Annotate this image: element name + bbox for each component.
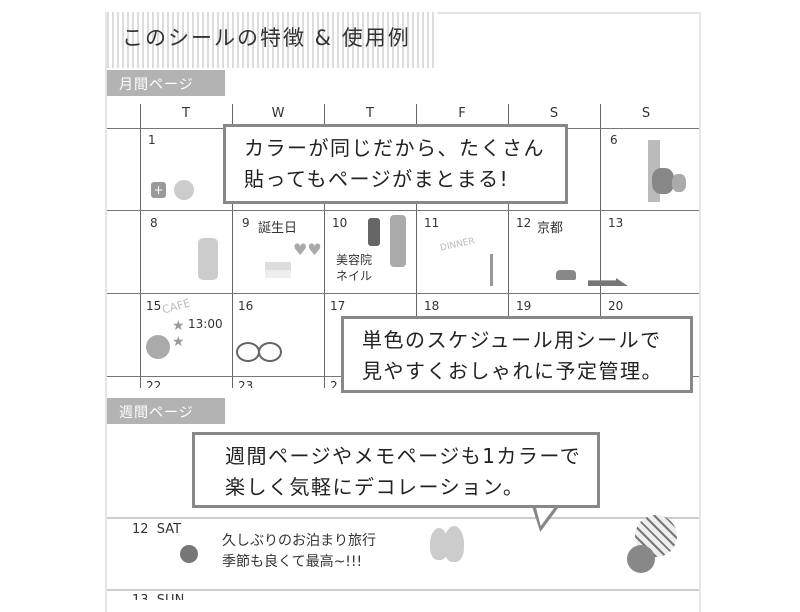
- hearts-icon: ♥♥: [293, 240, 322, 259]
- grid-line: [107, 210, 699, 211]
- medicine-icon: +: [151, 182, 166, 198]
- nail-polish-icon: [368, 218, 380, 246]
- weekly-day: 13 SUN: [132, 593, 184, 600]
- callout-same-color: カラーが同じだから、たくさん 貼ってもページがまとまる!: [223, 124, 568, 204]
- dow-header: T: [366, 106, 374, 121]
- dow-header: S: [549, 106, 559, 121]
- monthly-label: 月間ページ: [107, 70, 225, 96]
- grid-line: [416, 104, 417, 388]
- day-number: 23: [238, 379, 254, 388]
- divider: [107, 589, 699, 591]
- callout-line: 楽しく気軽にデコレーション。: [225, 475, 525, 499]
- weekly-label: 週間ページ: [107, 398, 225, 424]
- bottle-icon: [390, 215, 406, 267]
- entry-line: 久しぶりのお泊まり旅行: [222, 533, 376, 549]
- jar-icon: [198, 238, 218, 280]
- weekly-entry: 久しぶりのお泊まり旅行 季節も良くて最高~!!!: [222, 531, 376, 573]
- callout-single-color: 単色のスケジュール用シールで 見やすくおしゃれに予定管理。: [341, 316, 693, 393]
- day-number: 13: [608, 216, 624, 230]
- circle-icon: [627, 545, 655, 573]
- day-number: 6: [610, 133, 618, 147]
- dow-header: S: [641, 106, 651, 121]
- grid-line: [600, 104, 601, 388]
- grid-line: [140, 104, 141, 388]
- cake-icon: [265, 262, 291, 278]
- day-number: 19: [516, 299, 532, 313]
- grid-line: [232, 104, 233, 388]
- koala-icon: [640, 140, 690, 202]
- entry-line: 季節も良くて最高~!!!: [222, 554, 363, 570]
- car-icon: [556, 270, 576, 280]
- grid-line: [324, 104, 325, 388]
- face-icon: [174, 180, 194, 200]
- callout-line: 週間ページやメモページも1カラーで: [225, 444, 582, 468]
- callout-line: 見やすくおしゃれに予定管理。: [362, 359, 663, 383]
- tree-icon: [430, 528, 448, 560]
- note-kyoto: 京都: [537, 221, 564, 236]
- tree-icon: [444, 526, 464, 562]
- note-salon: 美容院 ネイル: [336, 253, 373, 283]
- face-icon: [180, 545, 198, 563]
- grid-line: [508, 104, 509, 388]
- dow-header: F: [458, 106, 466, 121]
- dow-header: W: [271, 106, 285, 121]
- glasses-icon: [258, 342, 282, 362]
- page-title: このシールの特徴 & 使用例: [122, 26, 411, 50]
- note-time: 13:00: [188, 317, 223, 331]
- title-band: [107, 12, 437, 68]
- divider: [107, 517, 699, 519]
- arrow-icon: [588, 278, 628, 286]
- callout-line: 単色のスケジュール用シールで: [362, 328, 662, 352]
- day-number: 22: [146, 379, 162, 388]
- day-number: 9: [242, 216, 250, 230]
- callout-weekly: 週間ページやメモページも1カラーで 楽しく気軽にデコレーション。: [192, 432, 600, 508]
- day-number: 12: [516, 216, 532, 230]
- day-number: 1: [148, 133, 156, 147]
- weekly-day: 12 SAT: [132, 522, 182, 537]
- day-number: 18: [424, 299, 440, 313]
- day-number: 2: [330, 379, 338, 388]
- day-number: 20: [608, 299, 624, 313]
- dow-header: T: [182, 106, 190, 121]
- day-number: 16: [238, 299, 254, 313]
- day-number: 15: [146, 299, 162, 313]
- grid-line: [107, 293, 699, 294]
- day-number: 10: [332, 216, 348, 230]
- glasses-icon: [236, 342, 260, 362]
- day-number: 11: [424, 216, 440, 230]
- stars-icon: ★★: [172, 318, 185, 350]
- callout-line: カラーが同じだから、たくさん: [244, 136, 545, 160]
- day-number: 8: [150, 216, 158, 230]
- day-number: 17: [330, 299, 346, 313]
- callout-line: 貼ってもページがまとまる!: [244, 167, 510, 191]
- cupcake-icon: [146, 335, 170, 359]
- note-birthday: 誕生日: [258, 221, 298, 236]
- fork-icon: [490, 254, 493, 286]
